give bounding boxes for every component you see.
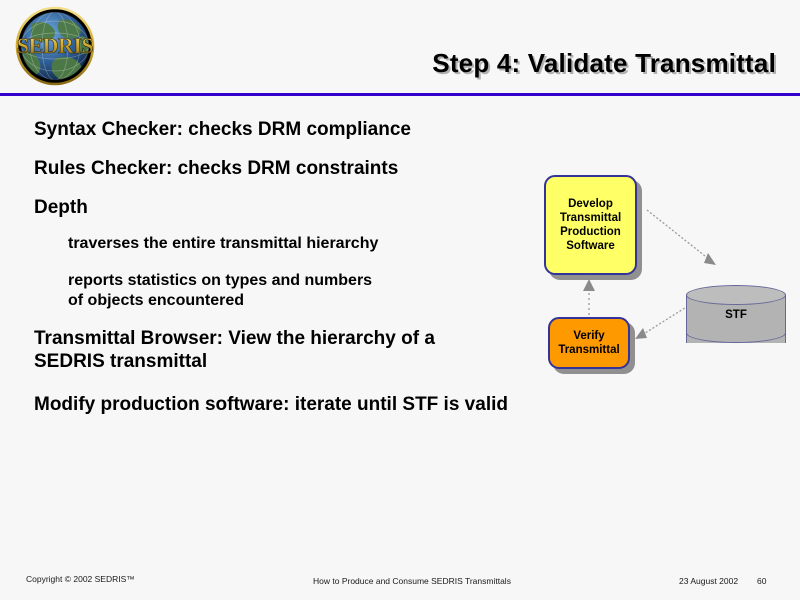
logo-wordmark: SEDRIS [17,33,94,58]
body-line-syntax-checker: Syntax Checker: checks DRM compliance [34,119,411,140]
body-line-modify-production-software: Modify production software: iterate unti… [34,394,508,415]
edge-verify-to-develop [583,279,595,315]
body-line-depth: Depth [34,197,88,218]
footer-date: 23 August 2002 [679,576,739,586]
body-line-reports-statistics: reports statistics on types and numbers … [68,272,373,309]
edge-stf-to-verify [635,305,689,339]
title-divider [0,93,800,96]
footer-presentation-title: How to Produce and Consume SEDRIS Transm… [313,576,511,586]
diagram-connectors [583,209,716,339]
footer-copyright: Copyright © 2002 SEDRIS™ [26,574,135,584]
diagram-node-verify-transmittal[interactable]: Verify Transmittal [548,317,630,369]
diagram-node-stf-datastore[interactable]: STF [686,285,786,353]
diagram-node-develop-transmittal-production-software[interactable]: Develop Transmittal Production Software [544,175,637,275]
body-line-rules-checker: Rules Checker: checks DRM constraints [34,158,399,179]
footer-page-number: 60 [757,576,767,586]
diagram-node-develop-label: Develop Transmittal Production Software [559,198,622,252]
edge-develop-to-stf [646,209,716,265]
sedris-logo: SEDRIS [8,6,102,86]
body-line-transmittal-browser: Transmittal Browser: View the hierarchy … [34,328,435,372]
cylinder-top-ellipse [686,285,786,305]
process-diagram: Develop Transmittal Production Software … [530,165,800,390]
page-title: Step 4: Validate Transmittal [432,48,776,78]
diagram-node-stf-label: STF [725,309,747,321]
body-line-traverses: traverses the entire transmittal hierarc… [68,235,379,252]
diagram-node-verify-label: Verify Transmittal [558,330,620,356]
